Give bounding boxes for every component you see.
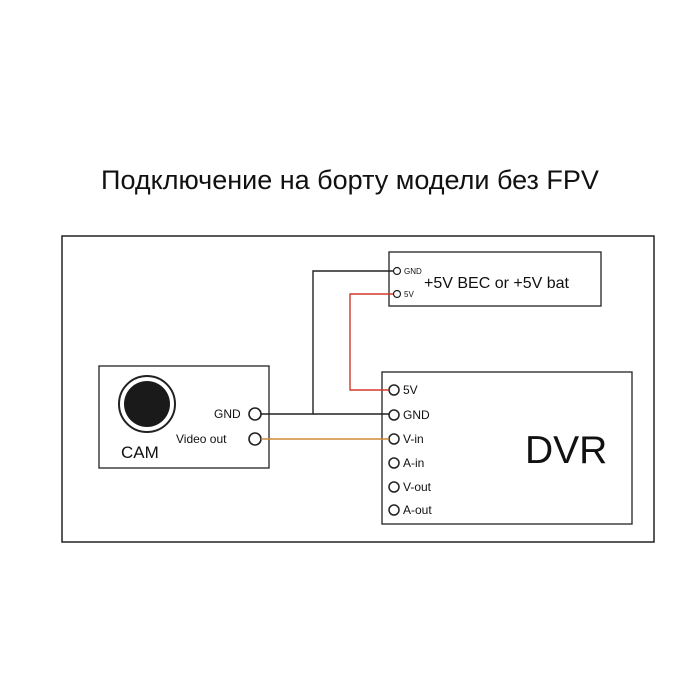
dvr-pin-gnd-label: GND [403, 408, 430, 422]
power-gnd-pin-icon [392, 266, 402, 276]
dvr-block: DVR 5V GND V-in A-in V-out A-out [381, 371, 633, 525]
dvr-name: DVR [525, 429, 607, 472]
power-description: +5V BEC or +5V bat [424, 275, 570, 292]
dvr-pin-v-out-label: V-out [403, 480, 432, 494]
power-5v-label: 5V [404, 290, 414, 299]
power-supply-box [388, 251, 602, 307]
gnd-wire [261, 270, 393, 415]
dvr-pin-a-in-label: A-in [403, 456, 424, 470]
page-title: Подключение на борту модели без FPV [101, 165, 599, 195]
dvr-pin-gnd-icon [388, 409, 400, 421]
dvr-pin-v-in-label: V-in [403, 432, 424, 446]
camera-video-pin-icon [248, 432, 262, 446]
power-gnd-label: GND [404, 267, 422, 276]
dvr-pin-a-out-icon [388, 504, 400, 516]
diagram-frame [61, 235, 655, 543]
camera-gnd-pin-icon [248, 407, 262, 421]
dvr-pin-v-in-icon [388, 433, 400, 445]
dvr-pin-v-out-icon [388, 481, 400, 493]
dvr-pin-5v-label: 5V [403, 383, 418, 397]
power-supply-block: GND 5V +5V BEC or +5V bat [388, 251, 602, 307]
camera-name: CAM [121, 443, 159, 462]
camera-block: CAM GND Video out [98, 365, 270, 469]
camera-lens-inner-icon [124, 381, 170, 427]
dvr-pin-5v-icon [388, 384, 400, 396]
dvr-box [381, 371, 633, 525]
dvr-pin-a-in-icon [388, 457, 400, 469]
camera-gnd-label: GND [214, 407, 241, 421]
camera-video-out-label: Video out [176, 432, 227, 446]
5v-power-wire [349, 293, 393, 391]
power-5v-pin-icon [392, 289, 402, 299]
dvr-pin-a-out-label: A-out [403, 503, 432, 517]
